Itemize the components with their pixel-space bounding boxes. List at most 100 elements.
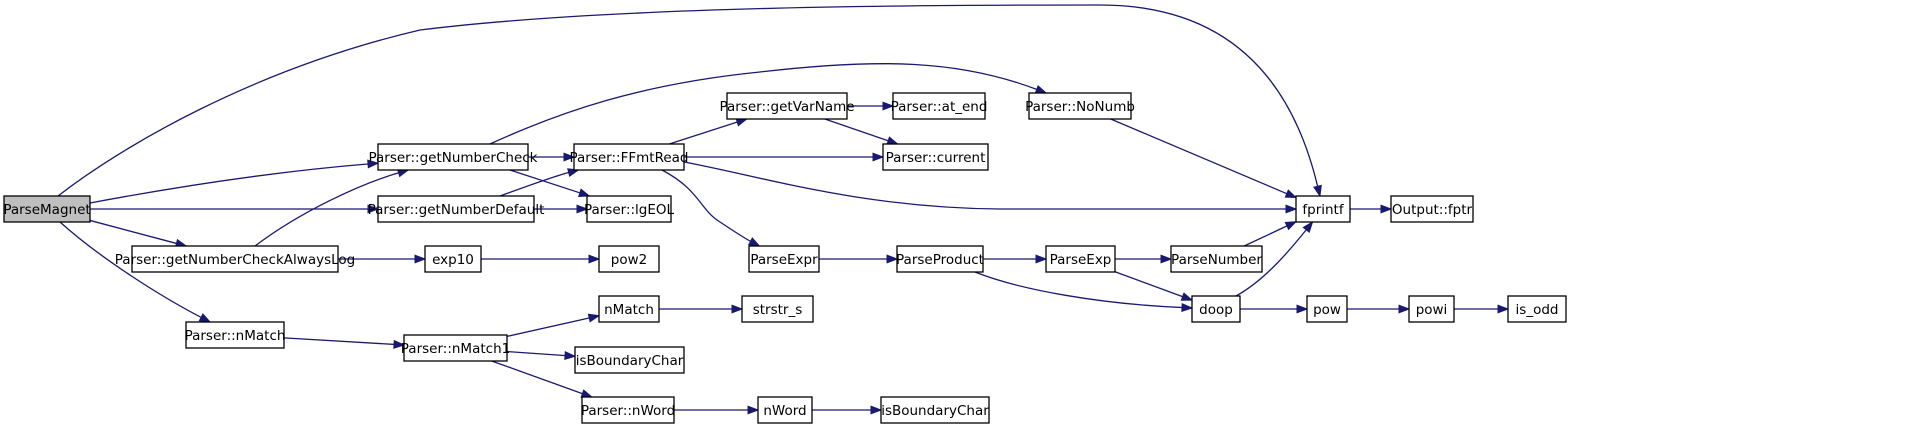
- edge-arrowhead: [1180, 292, 1194, 301]
- node-powi[interactable]: powi: [1408, 295, 1455, 323]
- node-label: nWord: [763, 403, 806, 419]
- node-box: [377, 143, 529, 171]
- edge-line: [89, 163, 370, 204]
- edge-arrowhead: [1284, 221, 1298, 231]
- edge-line: [1235, 228, 1308, 297]
- edge-arrowhead: [1296, 304, 1309, 314]
- node-label: Parser::getNumberCheckAlwaysLog: [115, 252, 355, 268]
- edge-arrowhead: [870, 405, 883, 415]
- node-label: Parser::nMatch: [185, 328, 286, 344]
- node-label: exp10: [432, 252, 474, 268]
- edge-arrowhead: [1181, 302, 1194, 313]
- node-isboundarychar2[interactable]: isBoundaryChar: [880, 396, 990, 424]
- node-box: [1045, 245, 1116, 273]
- node-nmatchp[interactable]: Parser::nMatch: [185, 321, 286, 349]
- edge-arrowhead: [577, 188, 591, 198]
- edge-getvarname-to-current: [824, 118, 899, 145]
- node-box: [726, 92, 848, 120]
- edge-arrowhead: [886, 136, 899, 145]
- node-nword[interactable]: nWord: [757, 396, 813, 424]
- node-nwordp[interactable]: Parser::nWord: [581, 396, 675, 424]
- node-box: [882, 143, 989, 171]
- edge-doop-to-pow: [1240, 304, 1309, 314]
- node-parsemagnet[interactable]: ParseMagnet: [3, 195, 91, 223]
- node-box: [1390, 195, 1474, 223]
- node-pow2[interactable]: pow2: [598, 245, 660, 273]
- node-pow[interactable]: pow: [1306, 295, 1348, 323]
- node-box: [573, 143, 685, 171]
- edge-parsenumber-to-fprintf: [1243, 221, 1298, 247]
- edge-line: [283, 337, 396, 346]
- node-getnumberdefault[interactable]: Parser::getNumberDefault: [368, 195, 545, 223]
- node-isboundarychar1[interactable]: isBoundaryChar: [574, 346, 685, 374]
- node-parseexp[interactable]: ParseExp: [1045, 245, 1116, 273]
- node-ffmtread[interactable]: Parser::FFmtRead: [569, 143, 689, 171]
- node-strstr-s[interactable]: strstr_s: [741, 295, 814, 323]
- node-box: [1170, 245, 1263, 273]
- edge-nwordp-to-nword: [674, 405, 760, 415]
- edge-arrowhead: [576, 204, 589, 214]
- edge-line: [1110, 118, 1288, 195]
- edge-line: [1243, 224, 1289, 247]
- node-box: [741, 295, 814, 323]
- node-parseexpr[interactable]: ParseExpr: [748, 245, 820, 273]
- node-fprintf[interactable]: fprintf: [1295, 195, 1351, 223]
- node-getnumbercheckalwayslog[interactable]: Parser::getNumberCheckAlwaysLog: [115, 245, 355, 273]
- edge-arrowhead: [731, 304, 744, 314]
- node-box: [892, 92, 986, 120]
- edge-arrowhead: [886, 254, 899, 264]
- edge-getnumbercheckalwayslog-to-exp10: [338, 254, 427, 264]
- edge-line: [683, 161, 1287, 210]
- edge-powi-to-is_odd: [1454, 304, 1510, 314]
- node-box: [598, 295, 660, 323]
- node-label: doop: [1199, 302, 1233, 318]
- edge-arrowhead: [414, 254, 427, 264]
- edge-getnumbercheck-to-lgeol: [509, 169, 591, 198]
- edge-line: [254, 171, 400, 247]
- edge-arrowhead: [1398, 304, 1411, 314]
- node-parsenumber[interactable]: ParseNumber: [1170, 245, 1263, 273]
- node-box: [1408, 295, 1455, 323]
- node-nonumb[interactable]: Parser::NoNumb: [1025, 92, 1135, 120]
- node-getnumbercheck[interactable]: Parser::getNumberCheck: [368, 143, 538, 171]
- edge-exp10-to-pow2: [481, 254, 601, 264]
- node-fptr[interactable]: Output::fptr: [1390, 195, 1474, 223]
- edge-parseexp-to-doop: [1114, 271, 1194, 301]
- node-label: nMatch: [604, 302, 654, 318]
- node-box: [424, 245, 482, 273]
- node-nmatch1[interactable]: Parser::nMatch1: [401, 334, 510, 362]
- edge-ffmtread-to-current: [684, 152, 885, 162]
- node-label: powi: [1416, 302, 1448, 318]
- node-is-odd[interactable]: is_odd: [1507, 295, 1567, 323]
- node-label: Parser::getVarName: [719, 99, 854, 115]
- node-current[interactable]: Parser::current: [882, 143, 989, 171]
- node-box: [1028, 92, 1132, 120]
- edge-arrowhead: [393, 339, 406, 349]
- node-exp10[interactable]: exp10: [424, 245, 482, 273]
- edge-fprintf-to-fptr: [1350, 204, 1393, 214]
- edge-arrowhead: [367, 159, 380, 169]
- node-nmatch[interactable]: nMatch: [598, 295, 660, 323]
- node-box: [131, 245, 339, 273]
- node-box: [1306, 295, 1348, 323]
- node-at-end[interactable]: Parser::at_end: [891, 92, 988, 120]
- node-parseproduct[interactable]: ParseProduct: [896, 245, 984, 273]
- edge-arrowhead: [1034, 85, 1048, 94]
- node-getvarname[interactable]: Parser::getVarName: [719, 92, 855, 120]
- edge-arrowhead: [588, 254, 601, 264]
- node-box: [757, 396, 813, 424]
- edge-line: [59, 221, 203, 319]
- node-box: [377, 195, 535, 223]
- edge-getnumberdefault-to-lgeol: [534, 204, 589, 214]
- node-box: [598, 245, 660, 273]
- node-doop[interactable]: doop: [1191, 295, 1241, 323]
- edge-arrowhead: [587, 313, 601, 323]
- node-box: [1507, 295, 1567, 323]
- node-lgeol[interactable]: Parser::lgEOL: [584, 195, 675, 223]
- node-box: [403, 334, 508, 362]
- edge-parseexpr-to-parseproduct: [819, 254, 899, 264]
- edge-line: [1114, 271, 1184, 298]
- node-label: is_odd: [1516, 302, 1559, 318]
- node-label: Parser::at_end: [891, 99, 988, 115]
